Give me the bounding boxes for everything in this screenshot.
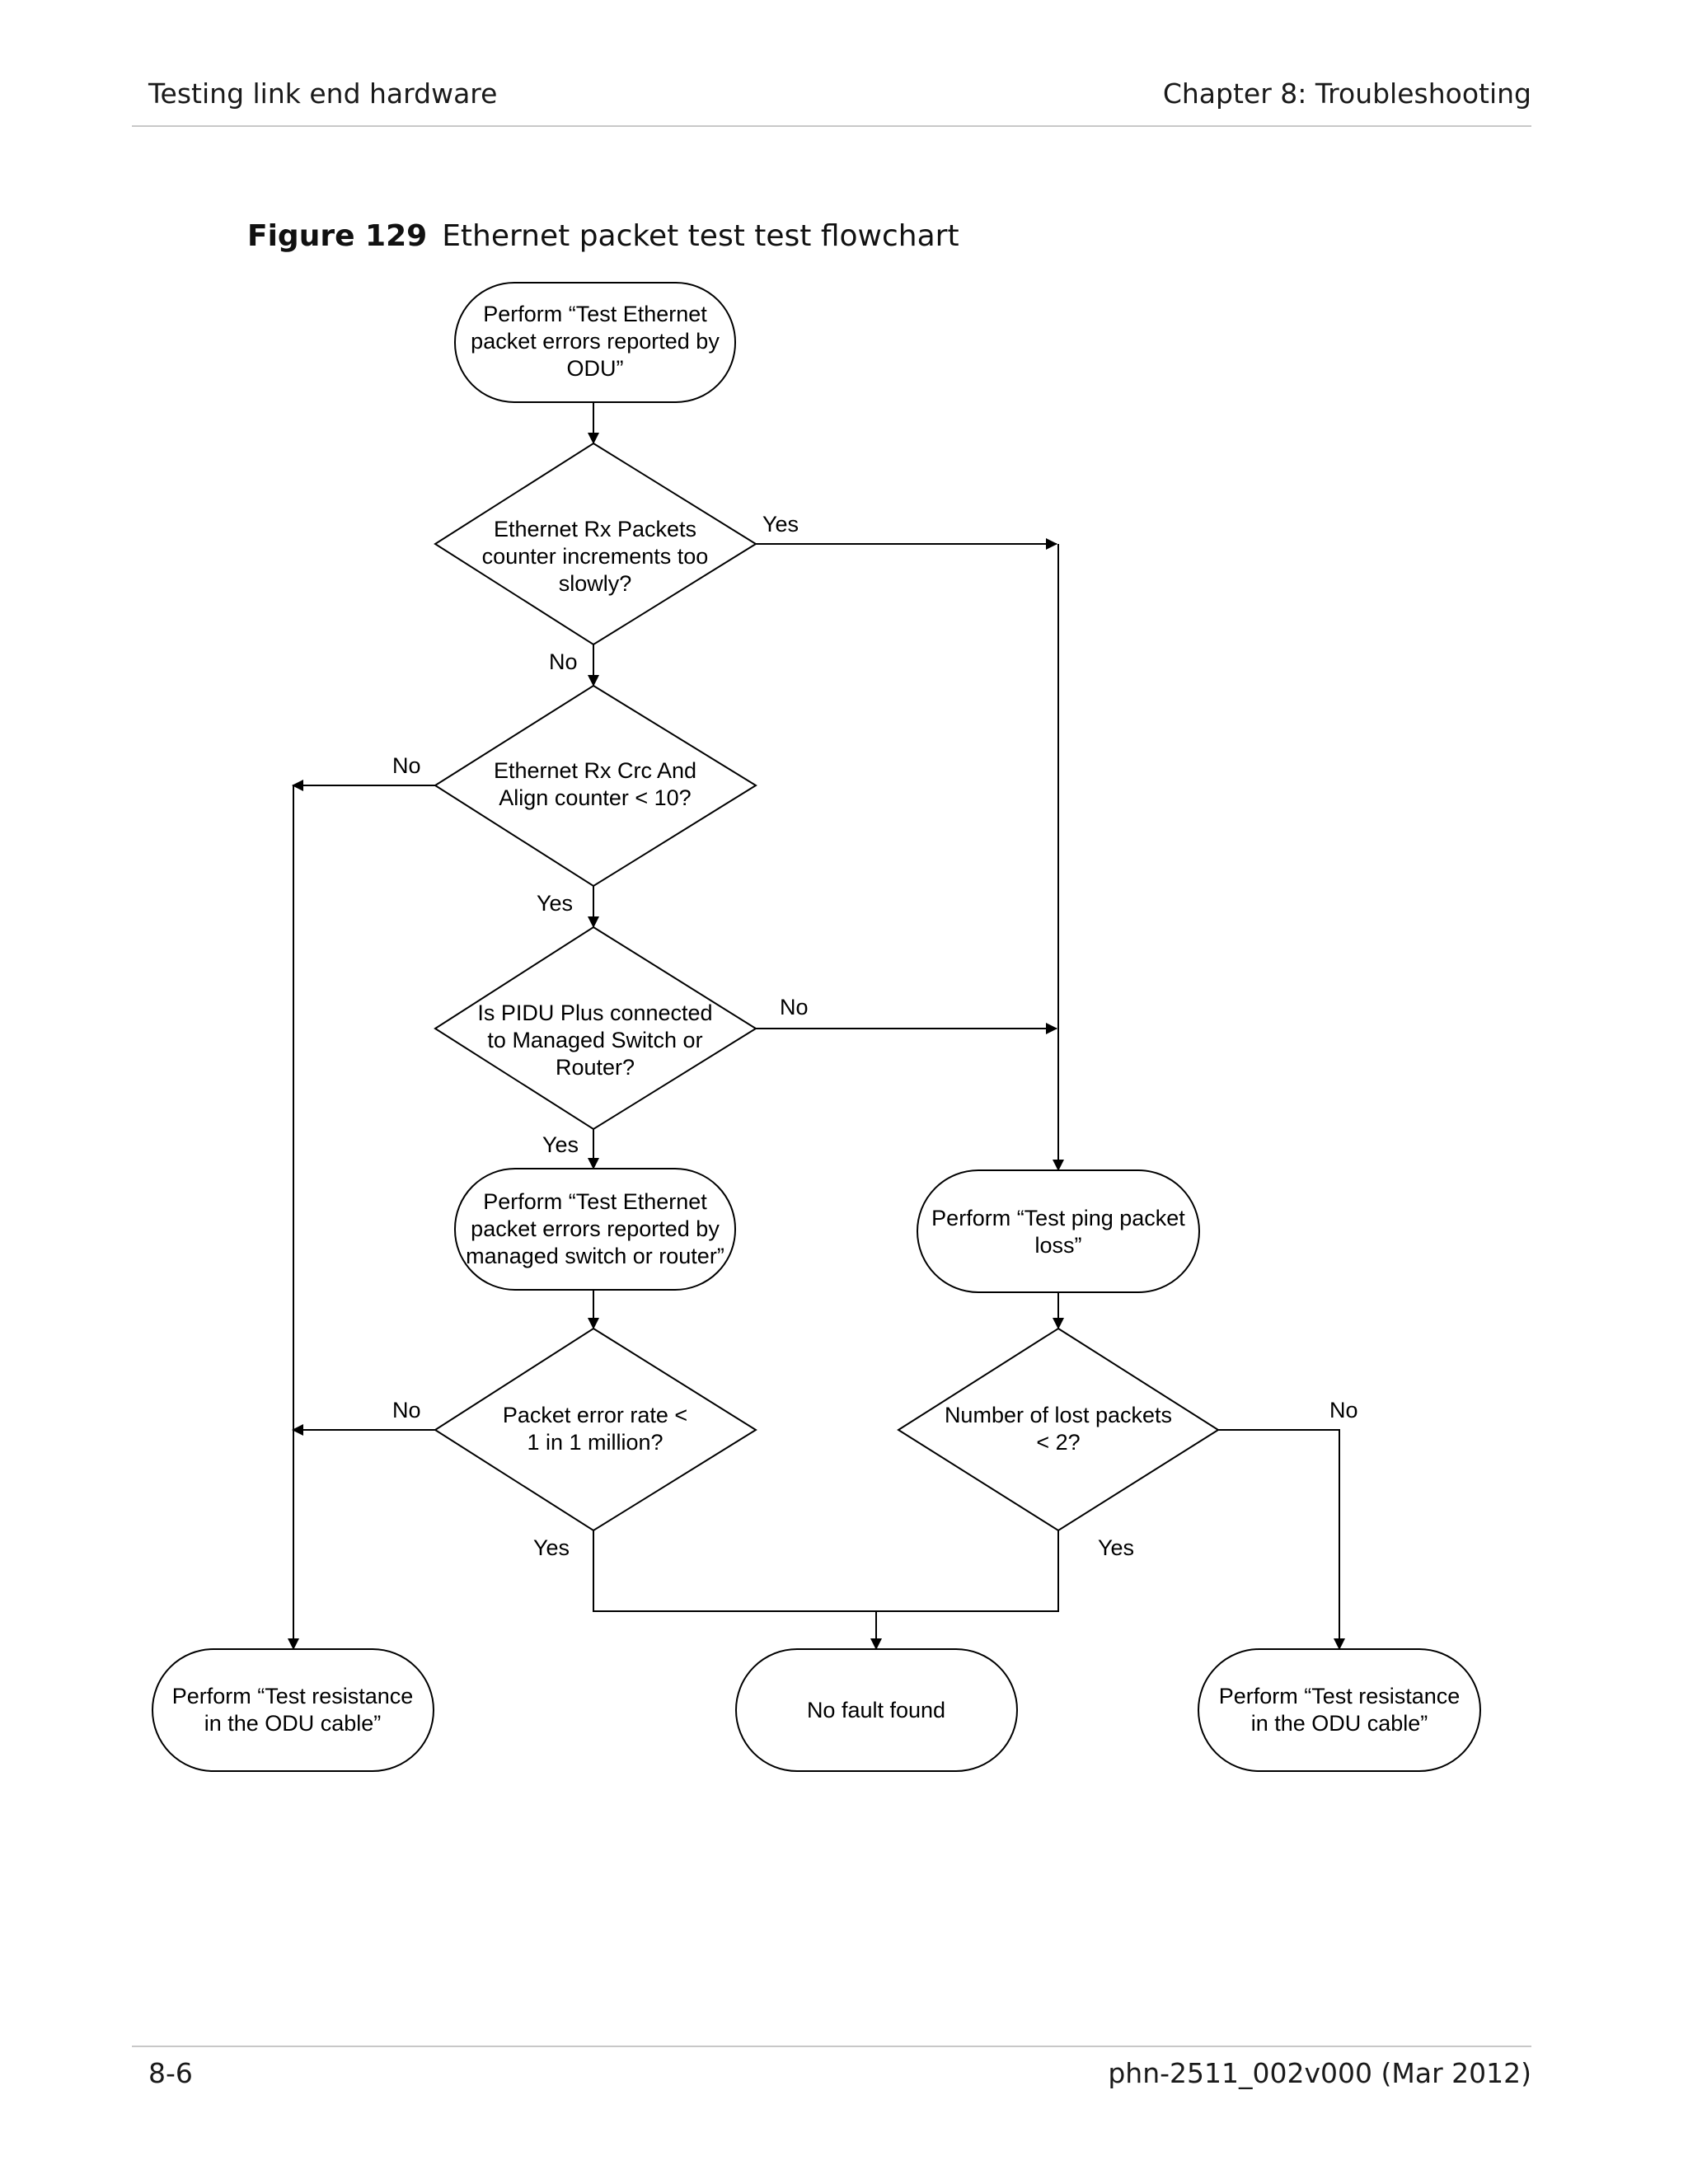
- label-crc-no: No: [392, 753, 421, 778]
- err-line-2: 1 in 1 million?: [527, 1430, 663, 1455]
- label-err-yes: Yes: [533, 1535, 570, 1560]
- node-end-right: [1198, 1648, 1481, 1772]
- node-error-rate: [434, 1327, 757, 1532]
- label-lost-yes: Yes: [1098, 1535, 1134, 1560]
- label-rx-no: No: [549, 649, 578, 674]
- end-left-line-2: in the ODU cable”: [204, 1711, 382, 1736]
- node-switch-test: [454, 1168, 736, 1291]
- node-ping-test: [917, 1169, 1200, 1293]
- crc-line-2: Align counter < 10?: [499, 785, 691, 810]
- edge-yes-merge: [593, 1530, 1059, 1612]
- end-right-line-2: in the ODU cable”: [1251, 1711, 1428, 1736]
- header-rule: [132, 125, 1531, 127]
- running-header-right: Chapter 8: Troubleshooting: [1162, 77, 1531, 110]
- node-rx-packets: [434, 442, 757, 646]
- shapes: [152, 282, 1481, 1772]
- node-crc: [434, 684, 757, 888]
- connectors: [288, 402, 1345, 1650]
- edge-lost-no: [1218, 1429, 1345, 1650]
- rx-line-3: slowly?: [559, 571, 632, 596]
- end-mid-line-1: No fault found: [807, 1698, 945, 1722]
- label-err-no: No: [392, 1398, 421, 1422]
- switch-line-1: Perform “Test Ethernet: [483, 1189, 707, 1214]
- start-line-2: packet errors reported by: [471, 329, 720, 354]
- node-end-left: [152, 1648, 434, 1772]
- rx-line-1: Ethernet Rx Packets: [494, 517, 696, 541]
- lost-line-1: Number of lost packets: [945, 1403, 1172, 1427]
- start-line-3: ODU”: [567, 356, 624, 381]
- figure-title: Ethernet packet test test flowchart: [442, 219, 959, 253]
- end-left-line-1: Perform “Test resistance: [172, 1684, 414, 1708]
- label-crc-yes: Yes: [537, 891, 573, 916]
- label-pidu-yes: Yes: [542, 1132, 579, 1157]
- node-lost-packets: [897, 1327, 1220, 1532]
- node-pidu: [434, 926, 757, 1131]
- node-labels: Perform “Test Ethernet packet errors rep…: [172, 302, 1461, 1736]
- document-id: phn-2511_002v000 (Mar 2012): [1108, 2057, 1531, 2089]
- err-line-1: Packet error rate <: [503, 1403, 687, 1427]
- figure-number: Figure 129: [247, 219, 428, 253]
- ping-line-2: loss”: [1034, 1233, 1081, 1258]
- label-lost-no: No: [1329, 1398, 1358, 1422]
- pidu-line-1: Is PIDU Plus connected: [477, 1001, 712, 1025]
- running-header-left: Testing link end hardware: [148, 77, 498, 110]
- rx-line-2: counter increments too: [482, 544, 709, 569]
- pidu-line-3: Router?: [556, 1055, 635, 1080]
- end-right-line-1: Perform “Test resistance: [1219, 1684, 1461, 1708]
- crc-line-1: Ethernet Rx Crc And: [494, 758, 696, 783]
- figure-caption: Figure 129 Ethernet packet test test flow…: [247, 219, 959, 253]
- label-rx-yes: Yes: [762, 512, 799, 537]
- switch-line-3: managed switch or router”: [466, 1244, 724, 1268]
- label-pidu-no: No: [780, 995, 809, 1019]
- page-number: 8-6: [148, 2057, 193, 2089]
- start-line-1: Perform “Test Ethernet: [483, 302, 707, 326]
- pidu-line-2: to Managed Switch or: [487, 1028, 702, 1052]
- node-start: [454, 282, 736, 403]
- footer-rule: [132, 2046, 1531, 2047]
- switch-line-2: packet errors reported by: [471, 1216, 720, 1241]
- node-end-mid: [735, 1648, 1018, 1772]
- lost-line-2: < 2?: [1036, 1430, 1080, 1455]
- ping-line-1: Perform “Test ping packet: [931, 1206, 1185, 1230]
- edge-labels: Yes No No Yes No Yes No Yes No Yes: [392, 512, 1358, 1560]
